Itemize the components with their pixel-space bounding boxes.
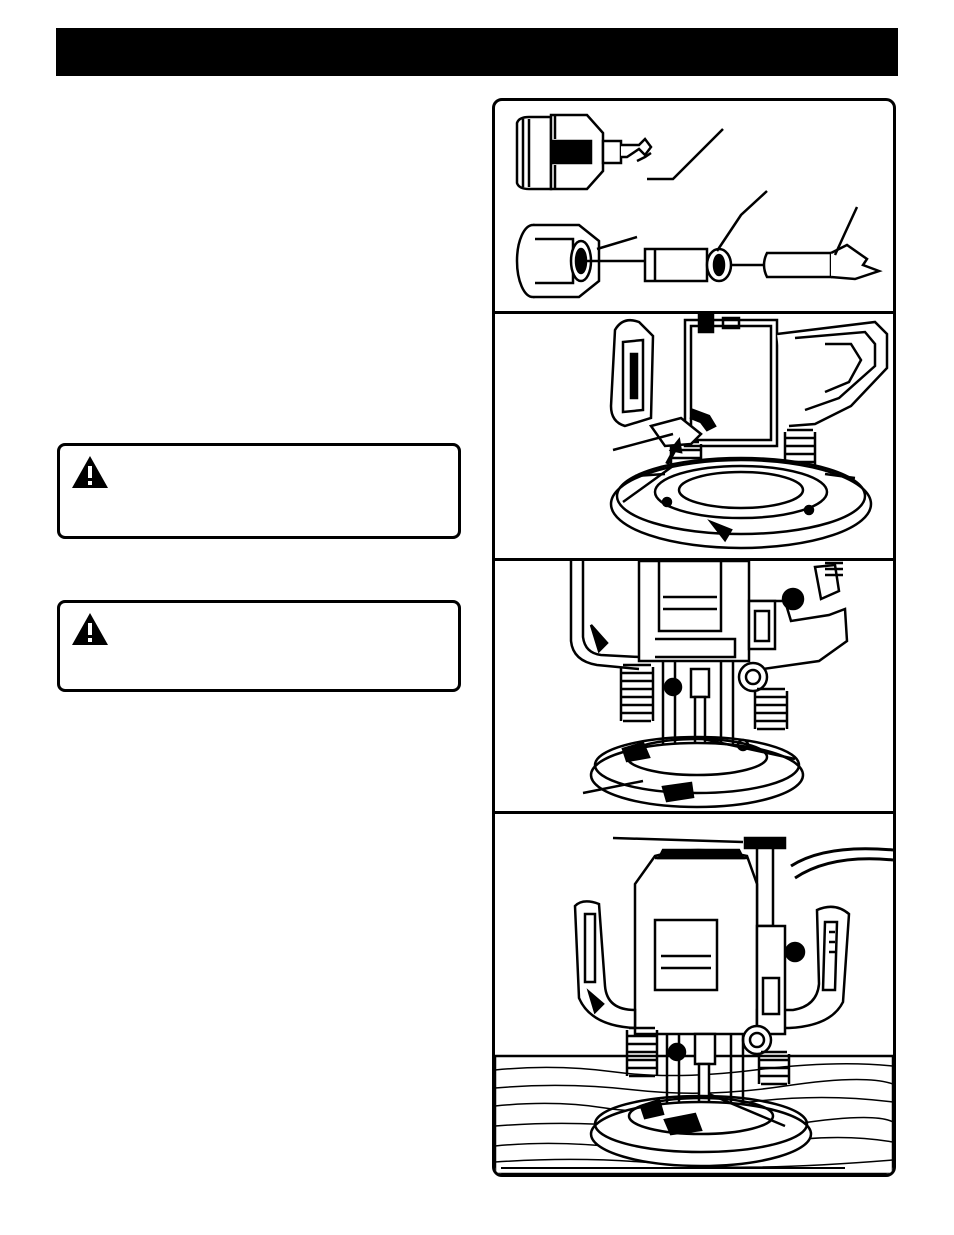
warning-box <box>57 600 461 692</box>
figure-frame <box>492 98 896 1177</box>
warning-triangle-icon <box>72 613 108 645</box>
section-header-bar <box>56 28 898 76</box>
collet-bit-assembly-illustration <box>495 101 893 311</box>
panel-divider <box>495 558 893 561</box>
panel-divider <box>495 311 893 314</box>
warning-box <box>57 443 461 539</box>
warning-triangle-icon <box>72 456 108 488</box>
panel-divider <box>495 811 893 814</box>
router-spindle-lock-illustration <box>495 314 893 558</box>
router-base-bit-illustration <box>495 561 893 811</box>
router-on-workpiece-illustration <box>495 814 893 1174</box>
